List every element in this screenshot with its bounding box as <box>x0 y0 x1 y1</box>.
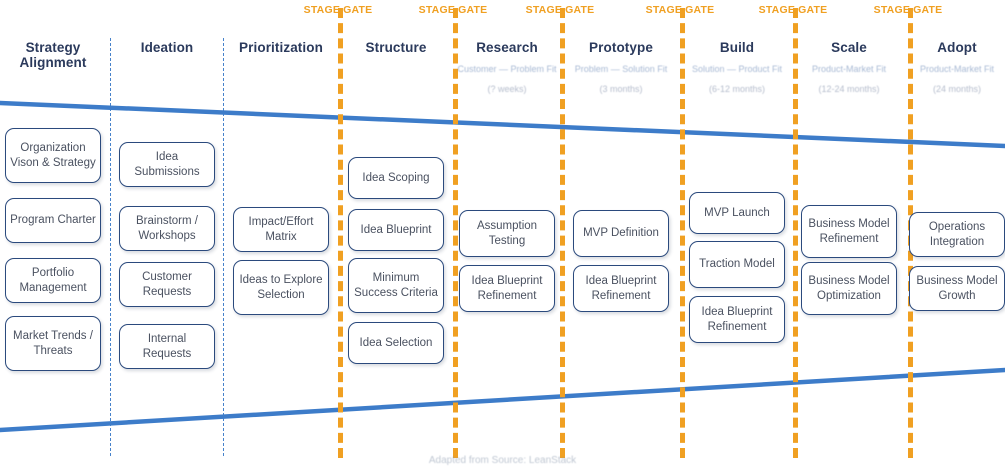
card-structure-2[interactable]: Idea Blueprint <box>348 209 444 251</box>
column-title-strategy-alignment: Strategy Alignment <box>19 40 87 70</box>
column-duration-scale: (12-24 months) <box>818 84 880 94</box>
column-title-structure: Structure <box>365 40 427 55</box>
column-duration-adopt: (24 months) <box>932 84 982 94</box>
card-scale-1[interactable]: Business Model Refinement <box>801 205 897 258</box>
funnel-bottom-line <box>0 367 1005 433</box>
card-build-2[interactable]: Traction Model <box>689 241 785 288</box>
card-prototype-1[interactable]: MVP Definition <box>573 210 669 257</box>
stage-gate-line-4 <box>680 8 685 458</box>
column-duration-prototype: (3 months) <box>599 84 643 94</box>
column-duration-research: (? weeks) <box>487 84 527 94</box>
column-subtitle-adopt: Product-Market Fit <box>919 64 995 74</box>
column-title-build: Build <box>719 40 755 55</box>
stage-gate-line-2 <box>453 8 458 458</box>
column-header-structure: Structure <box>336 40 456 55</box>
column-divider-0 <box>110 38 111 456</box>
stage-gate-label-3: STAGE GATE <box>525 4 595 16</box>
source-attribution: Adapted from Source: LeanStack <box>428 455 577 466</box>
card-structure-4[interactable]: Idea Selection <box>348 322 444 364</box>
column-header-ideation: Ideation <box>107 40 227 55</box>
card-structure-1[interactable]: Idea Scoping <box>348 157 444 199</box>
card-ideation-3[interactable]: Customer Requests <box>119 262 215 307</box>
card-ideation-2[interactable]: Brainstorm / Workshops <box>119 206 215 251</box>
stage-gate-label-6: STAGE GATE <box>873 4 943 16</box>
column-subtitle-scale: Product-Market Fit <box>811 64 887 74</box>
card-adopt-2[interactable]: Business Model Growth <box>909 266 1005 311</box>
stage-gate-line-3 <box>560 8 565 458</box>
card-strategy-alignment-3[interactable]: Portfolio Management <box>5 258 101 303</box>
column-title-adopt: Adopt <box>937 40 977 55</box>
stage-gate-label-4: STAGE GATE <box>645 4 715 16</box>
column-title-ideation: Ideation <box>140 40 194 55</box>
card-build-3[interactable]: Idea Blueprint Refinement <box>689 296 785 343</box>
card-strategy-alignment-2[interactable]: Program Charter <box>5 198 101 243</box>
stage-gate-line-5 <box>793 8 798 458</box>
funnel-top-line <box>0 100 1005 149</box>
card-structure-3[interactable]: Minimum Success Criteria <box>348 258 444 313</box>
column-subtitle-research: Customer — Problem Fit <box>457 64 557 74</box>
card-scale-2[interactable]: Business Model Optimization <box>801 262 897 315</box>
column-subtitle-build: Solution — Product Fit <box>691 64 783 74</box>
card-prioritization-1[interactable]: Impact/Effort Matrix <box>233 207 329 252</box>
card-prioritization-2[interactable]: Ideas to Explore Selection <box>233 260 329 315</box>
card-adopt-1[interactable]: Operations Integration <box>909 212 1005 257</box>
column-duration-build: (6-12 months) <box>708 84 766 94</box>
card-build-1[interactable]: MVP Launch <box>689 192 785 234</box>
stage-gate-label-2: STAGE GATE <box>418 4 488 16</box>
column-header-strategy-alignment: Strategy Alignment <box>0 40 113 70</box>
column-title-prototype: Prototype <box>589 40 653 55</box>
column-title-prioritization: Prioritization <box>239 40 323 55</box>
column-title-scale: Scale <box>831 40 867 55</box>
card-research-1[interactable]: Assumption Testing <box>459 210 555 257</box>
column-subtitle-prototype: Problem — Solution Fit <box>574 64 668 74</box>
card-prototype-2[interactable]: Idea Blueprint Refinement <box>573 265 669 312</box>
stage-gate-line-1 <box>338 8 343 458</box>
card-research-2[interactable]: Idea Blueprint Refinement <box>459 265 555 312</box>
column-title-research: Research <box>476 40 538 55</box>
stage-gate-label-1: STAGE GATE <box>303 4 373 16</box>
card-strategy-alignment-1[interactable]: Organization Vison & Strategy <box>5 128 101 183</box>
stage-gate-label-5: STAGE GATE <box>758 4 828 16</box>
card-strategy-alignment-4[interactable]: Market Trends / Threats <box>5 316 101 371</box>
column-header-prioritization: Prioritization <box>221 40 341 55</box>
column-divider-1 <box>223 38 224 456</box>
card-ideation-1[interactable]: Idea Submissions <box>119 142 215 187</box>
card-ideation-4[interactable]: Internal Requests <box>119 324 215 369</box>
